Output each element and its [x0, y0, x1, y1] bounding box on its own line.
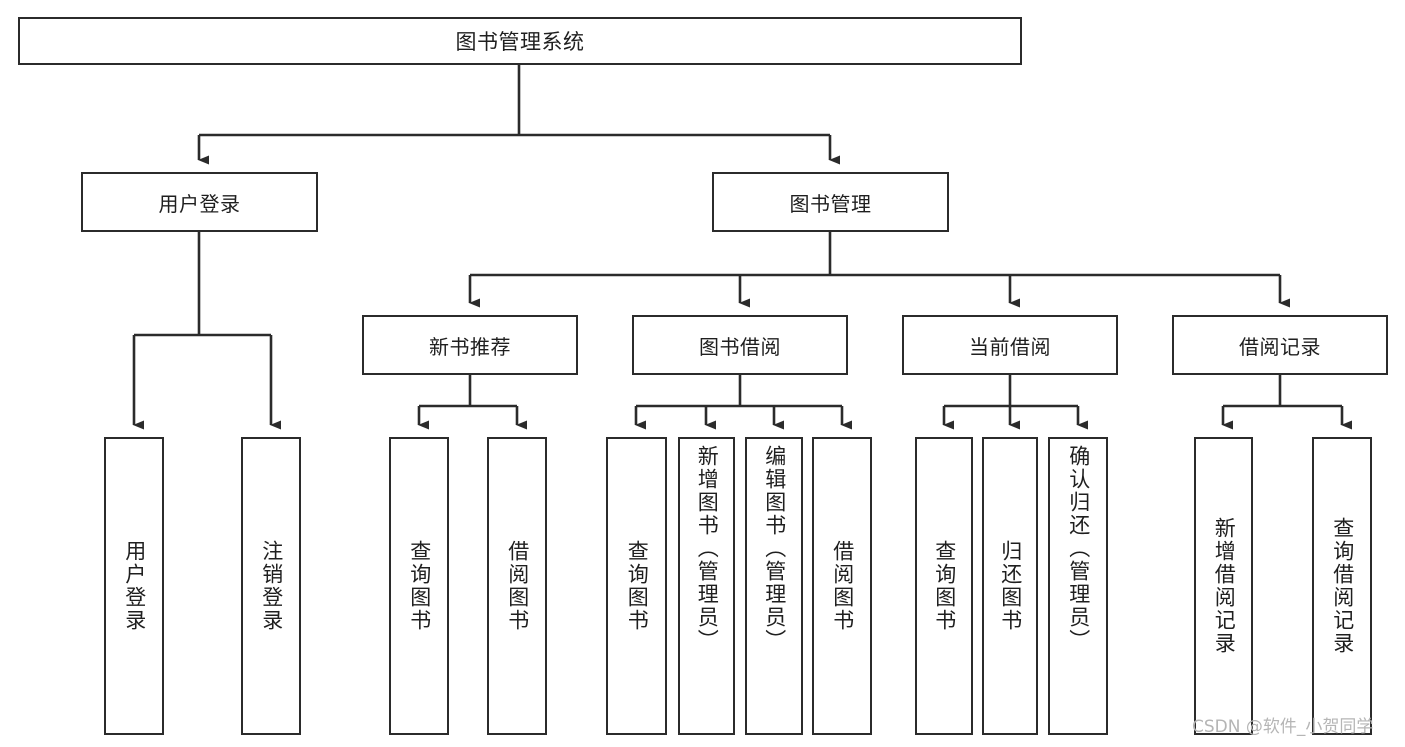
- node-leaf-add-record-label: 新增借阅记录: [1212, 517, 1237, 655]
- node-user-login-label: 用户登录: [158, 191, 241, 216]
- node-current-borrow-label: 当前借阅: [969, 334, 1051, 359]
- node-borrow-record[interactable]: 借阅记录: [1172, 315, 1388, 375]
- node-leaf-query-book-1-label: 查询图书: [407, 540, 432, 632]
- node-root[interactable]: 图书管理系统: [18, 17, 1022, 65]
- node-leaf-user-login[interactable]: 用户登录: [104, 437, 164, 735]
- node-new-book-recommend[interactable]: 新书推荐: [362, 315, 578, 375]
- node-current-borrow[interactable]: 当前借阅: [902, 315, 1118, 375]
- node-leaf-logout-label: 注销登录: [259, 540, 284, 632]
- node-leaf-query-book-3[interactable]: 查询图书: [915, 437, 973, 735]
- node-leaf-query-book-2[interactable]: 查询图书: [606, 437, 667, 735]
- node-leaf-borrow-book-1[interactable]: 借阅图书: [487, 437, 547, 735]
- watermark-text: CSDN @软件_小贺同学: [1192, 717, 1374, 737]
- node-root-label: 图书管理系统: [455, 30, 585, 54]
- node-leaf-query-book-1[interactable]: 查询图书: [389, 437, 449, 735]
- node-leaf-borrow-book-1-label: 借阅图书: [505, 540, 530, 632]
- node-borrow-record-label: 借阅记录: [1239, 334, 1321, 359]
- node-book-borrow[interactable]: 图书借阅: [632, 315, 848, 375]
- node-leaf-query-book-2-label: 查询图书: [625, 540, 650, 632]
- node-book-manage-label: 图书管理: [789, 191, 872, 216]
- node-leaf-add-book[interactable]: 新增图书（管理员）: [678, 437, 735, 735]
- node-leaf-return-book[interactable]: 归还图书: [982, 437, 1038, 735]
- node-leaf-query-book-3-label: 查询图书: [932, 540, 957, 632]
- node-leaf-return-book-label: 归还图书: [998, 540, 1023, 632]
- node-leaf-confirm-return[interactable]: 确认归还（管理员）: [1048, 437, 1108, 735]
- node-book-manage[interactable]: 图书管理: [712, 172, 949, 232]
- node-leaf-confirm-return-label: 确认归还（管理员）: [1066, 445, 1091, 652]
- node-new-book-recommend-label: 新书推荐: [429, 334, 511, 359]
- node-leaf-query-record[interactable]: 查询借阅记录: [1312, 437, 1372, 735]
- node-leaf-edit-book[interactable]: 编辑图书（管理员）: [745, 437, 803, 735]
- node-leaf-user-login-label: 用户登录: [122, 540, 147, 632]
- node-leaf-add-record[interactable]: 新增借阅记录: [1194, 437, 1253, 735]
- node-book-borrow-label: 图书借阅: [699, 334, 781, 359]
- node-leaf-borrow-book-2-label: 借阅图书: [830, 540, 855, 632]
- node-user-login[interactable]: 用户登录: [81, 172, 318, 232]
- node-leaf-borrow-book-2[interactable]: 借阅图书: [812, 437, 872, 735]
- node-leaf-edit-book-label: 编辑图书（管理员）: [762, 445, 787, 652]
- node-leaf-logout[interactable]: 注销登录: [241, 437, 301, 735]
- node-leaf-add-book-label: 新增图书（管理员）: [695, 445, 720, 652]
- node-leaf-query-record-label: 查询借阅记录: [1330, 517, 1355, 655]
